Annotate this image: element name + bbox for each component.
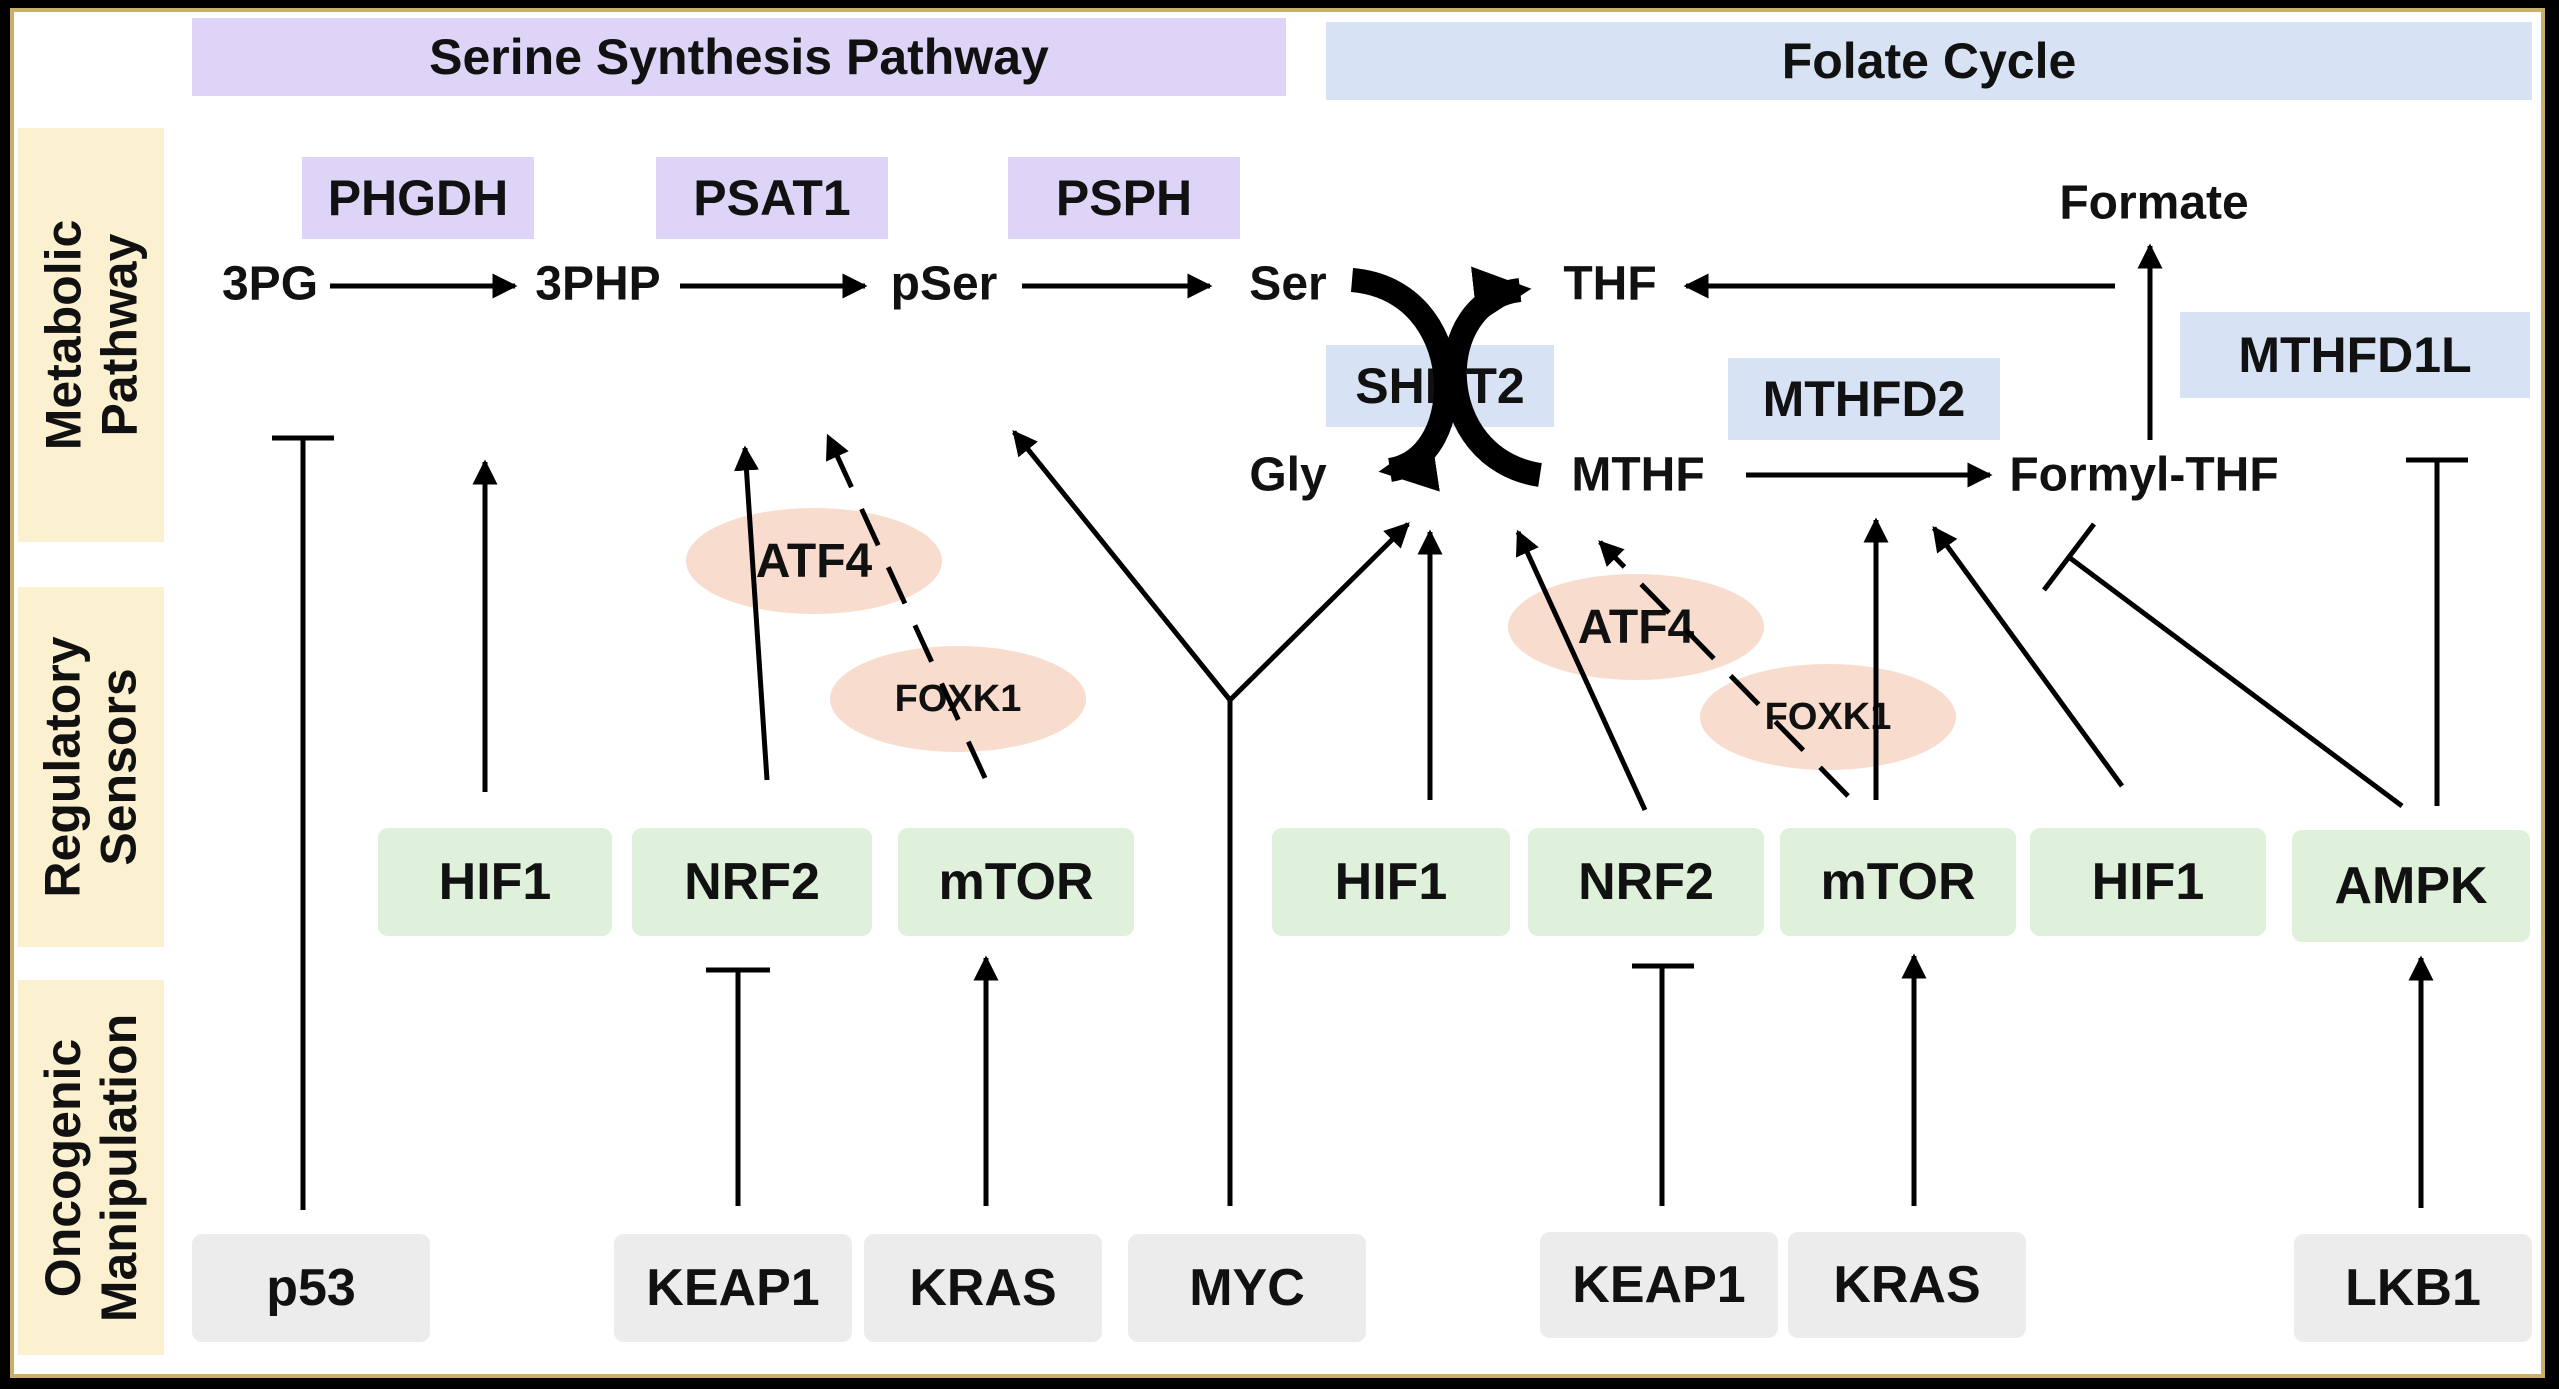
header-serine-synthesis: Serine Synthesis Pathway — [192, 18, 1286, 96]
enzyme-psat1-label: PSAT1 — [693, 170, 851, 226]
oncogene-kras-a: KRAS — [864, 1234, 1102, 1342]
tf-atf4-right-label: ATF4 — [1577, 600, 1695, 654]
sensor-nrf2-a-label: NRF2 — [684, 853, 820, 911]
oncogene-keap1-b: KEAP1 — [1540, 1232, 1778, 1338]
oncogene-lkb1: LKB1 — [2294, 1234, 2532, 1342]
inhibit-ampk-formylthf-bar — [2042, 522, 2096, 592]
oncogene-myc: MYC — [1128, 1234, 1366, 1342]
sensor-hif1-a: HIF1 — [378, 828, 612, 936]
tf-foxk1-left: FOXK1 — [830, 646, 1086, 752]
sensor-ampk: AMPK — [2292, 830, 2530, 942]
enzyme-phgdh-label: PHGDH — [327, 170, 509, 226]
arrow-myc-psph — [1012, 430, 1232, 702]
metabolite-formate: Formate — [2059, 176, 2249, 230]
reaction-mthf-to-thf — [1442, 266, 1543, 487]
arrow-mtora-psat1 — [825, 433, 988, 780]
sensor-nrf2-b: NRF2 — [1528, 828, 1764, 936]
metabolite-ser: Ser — [1249, 257, 1327, 311]
enzyme-mthfd1l-label: MTHFD1L — [2238, 327, 2472, 383]
reaction-ser-to-gly — [1350, 268, 1458, 492]
tf-foxk1-right: FOXK1 — [1700, 664, 1956, 770]
enzyme-mthfd2-label: MTHFD2 — [1762, 371, 1966, 427]
enzyme-phgdh: PHGDH — [302, 157, 534, 239]
sensor-mtor-a: mTOR — [898, 828, 1134, 936]
arrow-nrf2b-shmt2 — [1515, 529, 1648, 812]
sensor-ampk-label: AMPK — [2334, 857, 2488, 915]
oncogene-keap1-b-label: KEAP1 — [1572, 1256, 1746, 1314]
sensor-hif1-a-label: HIF1 — [438, 853, 552, 911]
arrow-myc-shmt2 — [1228, 522, 1410, 702]
oncogene-keap1-a-label: KEAP1 — [646, 1259, 820, 1317]
enzyme-psph-label: PSPH — [1055, 170, 1193, 226]
oncogene-kras-a-label: KRAS — [909, 1259, 1057, 1317]
sensor-hif1-c: HIF1 — [2030, 828, 2266, 936]
enzyme-psph: PSPH — [1008, 157, 1240, 239]
arrow-mtorb-shmt2 — [1598, 540, 1850, 798]
sensor-mtor-b: mTOR — [1780, 828, 2016, 936]
metabolite-3pg: 3PG — [221, 257, 319, 311]
metabolite-formyl-thf: Formyl-THF — [2009, 448, 2279, 502]
tf-atf4-right: ATF4 — [1508, 574, 1764, 680]
sensor-hif1-b-label: HIF1 — [1334, 853, 1448, 911]
header-folate-cycle-label: Folate Cycle — [1781, 33, 2077, 89]
metabolite-thf: THF — [1563, 257, 1657, 311]
sensor-mtor-a-label: mTOR — [938, 853, 1094, 911]
enzyme-mthfd2: MTHFD2 — [1728, 358, 2000, 440]
oncogene-kras-b: KRAS — [1788, 1232, 2026, 1338]
header-folate-cycle: Folate Cycle — [1326, 22, 2532, 100]
enzyme-psat1: PSAT1 — [656, 157, 888, 239]
metabolite-pser: pSer — [890, 257, 998, 311]
oncogene-keap1-a: KEAP1 — [614, 1234, 852, 1342]
oncogene-p53: p53 — [192, 1234, 430, 1342]
oncogene-kras-b-label: KRAS — [1833, 1256, 1981, 1314]
oncogene-lkb1-label: LKB1 — [2345, 1259, 2481, 1317]
arrow-hif1c-mthfd2 — [1931, 525, 2125, 788]
oncogene-myc-label: MYC — [1189, 1259, 1305, 1317]
oncogene-p53-label: p53 — [266, 1259, 356, 1317]
sensor-hif1-b: HIF1 — [1272, 828, 1510, 936]
metabolite-3php: 3PHP — [535, 257, 661, 311]
sensor-nrf2-b-label: NRF2 — [1578, 853, 1714, 911]
header-serine-synthesis-label: Serine Synthesis Pathway — [429, 29, 1049, 85]
sensor-nrf2-a: NRF2 — [632, 828, 872, 936]
arrow-nrf2a-psat1 — [734, 445, 770, 781]
inhibit-ampk-formylthf — [2068, 555, 2404, 809]
sensor-hif1-c-label: HIF1 — [2091, 853, 2205, 911]
metabolite-gly: Gly — [1249, 448, 1327, 502]
tf-foxk1-left-label: FOXK1 — [894, 677, 1022, 720]
tf-atf4-left-label: ATF4 — [755, 534, 873, 588]
metabolite-mthf: MTHF — [1571, 448, 1705, 502]
sensor-mtor-b-label: mTOR — [1820, 853, 1976, 911]
enzyme-mthfd1l: MTHFD1L — [2180, 312, 2530, 398]
